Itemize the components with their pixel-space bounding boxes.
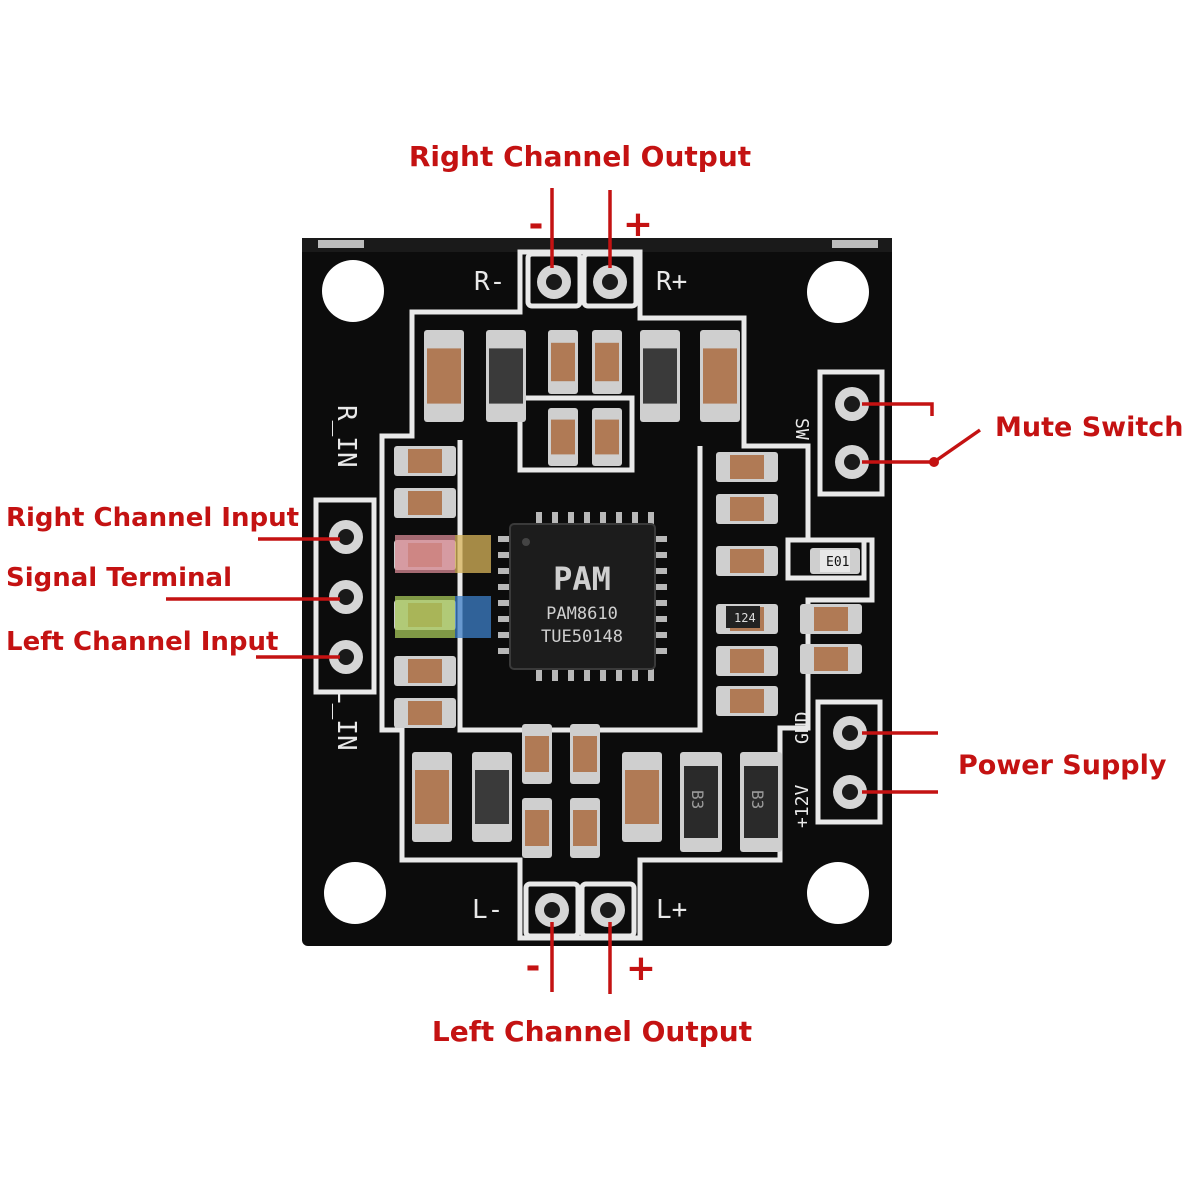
silk-r-minus: R-: [474, 267, 505, 297]
smd-resistor: [716, 646, 778, 676]
mounting-hole-top-left: [322, 260, 384, 322]
label-left-minus: -: [526, 946, 541, 987]
silk-r-plus: R+: [656, 267, 687, 297]
leader-lines: [166, 188, 981, 994]
smd-part: [592, 408, 622, 466]
label-right-channel-input: Right Channel Input: [6, 503, 299, 533]
smd-diode: [740, 752, 782, 852]
watermark-patches: [395, 535, 491, 638]
mounting-hole-top-right: [807, 261, 869, 323]
smd-part: [592, 330, 622, 394]
silk-b3-right: B3: [748, 790, 767, 809]
silk-l-minus: L-: [472, 895, 503, 925]
smd-resistor: [716, 686, 778, 716]
label-left-channel-output: Left Channel Output: [432, 1015, 752, 1048]
smd-part: [570, 724, 600, 784]
smd-resistor-e01: [810, 548, 860, 574]
label-right-minus: -: [529, 204, 544, 245]
label-right-channel-output: Right Channel Output: [409, 140, 751, 173]
smd-part: [640, 330, 680, 422]
smd-part: [412, 752, 452, 842]
silk-r-in: R_IN: [331, 405, 361, 468]
smd-resistor: [394, 488, 456, 518]
label-left-plus: +: [626, 948, 656, 989]
input-pads: [329, 520, 363, 674]
smd-part: [548, 408, 578, 466]
smd-part: [472, 752, 512, 842]
label-power-supply: Power Supply: [958, 750, 1167, 781]
silk-124: 124: [734, 611, 756, 625]
callout-labels: Right Channel Output - + Left Channel Ou…: [6, 140, 1184, 1048]
silk-b3-left: B3: [688, 790, 707, 809]
smd-part: [522, 798, 552, 858]
smd-resistor: [800, 644, 862, 674]
silk-l-in: L_IN: [331, 688, 361, 751]
smd-resistor: [716, 452, 778, 482]
label-signal-terminal: Signal Terminal: [6, 563, 232, 593]
mounting-hole-bottom-left: [324, 862, 386, 924]
smd-resistor: [716, 546, 778, 576]
power-pads: [833, 716, 867, 809]
smd-part: [486, 330, 526, 422]
label-right-plus: +: [623, 204, 653, 245]
chip-logo: PAM: [553, 560, 611, 598]
silk-gnd: GND: [792, 711, 813, 744]
left-output-pads: [523, 881, 637, 939]
silk-l-plus: L+: [656, 895, 687, 925]
silk-e01: E01: [826, 555, 849, 570]
mounting-hole-bottom-right: [807, 862, 869, 924]
silkscreen-outlines: [313, 249, 885, 941]
chip-date-code: TUE50148: [541, 627, 623, 647]
smd-resistor: [394, 446, 456, 476]
smd-part: [424, 330, 464, 422]
smd-part: [548, 330, 578, 394]
pam8610-chip: PAM PAM8610 TUE50148: [498, 512, 667, 681]
smd-part: [522, 724, 552, 784]
smd-part: [622, 752, 662, 842]
smd-part: [570, 798, 600, 858]
silk-12v: +12V: [792, 784, 813, 828]
silk-sw: SW: [791, 418, 812, 440]
smd-part: [700, 330, 740, 422]
smd-resistor: [716, 494, 778, 524]
mute-junction-dot: [929, 457, 939, 467]
smd-resistor: [394, 656, 456, 686]
silkscreen-labels: R- R+ L- L+ R_IN L_IN SW GND +12V E01 12…: [331, 267, 849, 925]
label-left-channel-input: Left Channel Input: [6, 627, 278, 657]
chip-part-number: PAM8610: [546, 604, 618, 624]
smd-resistor: [394, 698, 456, 728]
mute-pads: [835, 387, 869, 479]
smd-diode: [680, 752, 722, 852]
smd-resistor: [800, 604, 862, 634]
label-mute-switch: Mute Switch: [995, 412, 1184, 443]
